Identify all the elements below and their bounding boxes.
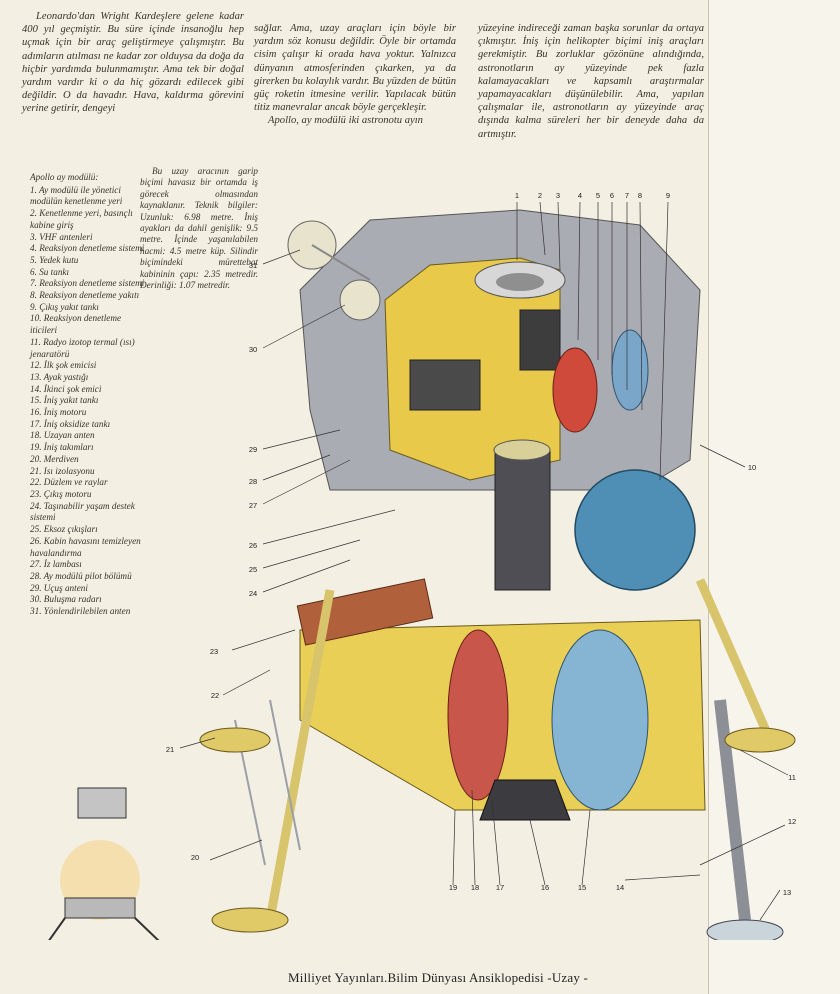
legend-item: 5. Yedek kutu [30,254,79,265]
callout-number: 4 [578,191,582,200]
legend-item: 1. Ay modülü ile yönetici modülün kenetl… [30,184,123,207]
legend-item: 20. Merdiven [30,453,79,464]
legend-item: 25. Eksoz çıkışları [30,524,98,535]
callout-number: 25 [249,565,257,574]
callout-number: 2 [538,191,542,200]
callout-number: 5 [596,191,600,200]
legend-item: 8. Reaksiyon denetleme yakıtı [30,290,140,301]
callout-number: 27 [249,501,257,510]
legend-list: Apollo ay modülü: 1. Ay modülü ile yönet… [30,172,150,618]
article-text-2b: Apollo, ay modülü iki astronotu ayın [268,115,423,127]
legend-item: 26. Kabin havasını temizleyen havalandır… [30,535,141,558]
callout-number: 26 [249,541,257,550]
article-column-1: Leonardo'dan Wright Kardeşlere gelene ka… [22,10,244,116]
callout-number: 11 [788,773,796,782]
callout-number: 16 [541,883,549,892]
callout-number: 29 [249,445,257,454]
legend-item: 11. Radyo izotop termal (ısı) jenaratörü [30,336,135,359]
callout-number: 24 [249,589,257,598]
callout-number: 8 [638,191,642,200]
callout-number: 1 [515,191,519,200]
page-footer: Milliyet Yayınları.Bilim Dünyası Ansiklo… [288,970,589,985]
callout-number: 12 [788,817,796,826]
legend-item: 28. Ay modülü pilot bölümü [30,570,132,581]
callout-number: 21 [166,745,174,754]
legend-item: 23. Çıkış motoru [30,488,92,499]
legend-item: 27. İz lambası [30,559,82,570]
callout-number: 14 [616,883,624,892]
callout-number: 6 [610,191,614,200]
callout-number: 13 [783,888,791,897]
article-text-1: Leonardo'dan Wright Kardeşlere gelene ka… [22,11,244,115]
article-text-3: yüzeyine indireceği zaman başka sorunlar… [478,23,704,140]
callout-number: 9 [666,191,670,200]
legend-item: 3. VHF antenleri [30,231,93,242]
callout-number: 17 [496,883,504,892]
callout-number: 30 [249,345,257,354]
specs-text: Bu uzay aracının garip biçimi havasız bi… [140,166,258,291]
legend-item: 6. Su tankı [30,266,70,277]
legend-item: 14. İkinci şok emici [30,383,102,394]
callout-number: 20 [191,853,199,862]
legend-title: Apollo ay modülü: [30,172,99,182]
callout-number: 28 [249,477,257,486]
legend-item: 9. Çıkış yakıt tankı [30,301,99,312]
legend-item: 21. Isı izolasyonu [30,465,95,476]
legend-item: 7. Reaksiyon denetleme sistemi [30,278,145,289]
legend-item: 22. Düzlem ve raylar [30,477,108,488]
article-text-2a: sağlar. Ama, uzay araçları için böyle bi… [254,23,456,114]
legend-items: 1. Ay modülü ile yönetici modülün kenetl… [30,185,150,618]
legend-item: 15. İniş yakıt tankı [30,395,99,406]
legend-item: 18. Uzayan anten [30,430,95,441]
legend-item: 30. Buluşma radarı [30,594,102,605]
legend-item: 19. İniş takımları [30,442,94,453]
callout-number: 10 [748,463,756,472]
callout-number: 23 [210,647,218,656]
legend-item: 13. Ayak yastığı [30,371,89,382]
callout-number: 22 [211,691,219,700]
legend-item: 12. İlk şok emicisi [30,360,97,371]
callout-number: 19 [449,883,457,892]
legend-item: 10. Reaksiyon denetleme iticileri [30,313,122,336]
legend-item: 24. Taşınabilir yaşam destek sistemi [30,500,135,523]
callout-number: 31 [249,261,257,270]
callout-number: 15 [578,883,586,892]
legend-item: 17. İniş oksidize tankı [30,418,111,429]
legend-item: 16. İniş motoru [30,407,87,418]
article-column-3: yüzeyine indireceği zaman başka sorunlar… [478,22,704,141]
callout-number: 3 [556,191,560,200]
legend-item: 4. Reaksiyon denetleme sistemi [30,243,145,254]
callout-number: 7 [625,191,629,200]
legend-item: 29. Uçuş anteni [30,582,88,593]
article-column-2: sağlar. Ama, uzay araçları için böyle bi… [254,22,456,128]
legend-item: 2. Kenetlenme yeri, basınçlı kabine giri… [30,208,133,230]
legend-item: 31. Yönlendirilebilen anten [30,606,131,617]
callout-number: 18 [471,883,479,892]
